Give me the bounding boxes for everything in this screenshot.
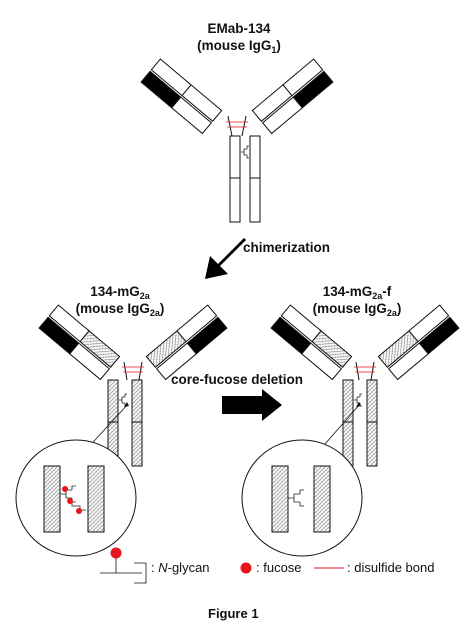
- fucose-icon: [240, 562, 252, 574]
- zoom-detail-fucosylated: [15, 439, 137, 557]
- right-fab-arm: [251, 58, 334, 135]
- nglycan-icon: [110, 547, 122, 559]
- mg2a-f-subtitle: (mouse IgG2a): [312, 301, 402, 318]
- label-chimerization: chimerization: [243, 240, 331, 255]
- figure-caption: Figure 1: [208, 606, 259, 621]
- antibody-134-mg2a-f: [241, 304, 460, 557]
- mg2a-subtitle: (mouse IgG2a): [75, 301, 165, 318]
- core-fucose-deletion-arrow: [222, 389, 282, 421]
- emab134-name: EMab-134: [207, 21, 271, 36]
- right-fab-arm: [145, 304, 228, 381]
- mg2a-f-name: 134-mG2a-f: [322, 284, 392, 301]
- legend-disulfide-label: : disulfide bond: [347, 560, 435, 575]
- antibody-134-mg2a: [15, 304, 228, 557]
- left-fab-arm: [270, 304, 353, 381]
- right-fab-arm: [377, 304, 460, 381]
- legend-fucose-label: : fucose: [256, 560, 302, 575]
- chimerization-arrow: [205, 232, 246, 279]
- label-emab134: EMab-134 (mouse IgG1): [187, 20, 291, 55]
- legend: [100, 547, 344, 584]
- zoom-detail-afucosylated: [241, 439, 363, 557]
- label-134-mg2a: 134-mG2a (mouse IgG2a): [60, 283, 180, 318]
- mg2a-name: 134-mG2a: [90, 284, 150, 301]
- left-fab-arm: [38, 304, 121, 381]
- left-fab-arm: [140, 58, 223, 135]
- antibody-emab134: [140, 58, 334, 223]
- emab134-subtitle: (mouse IgG1): [197, 38, 281, 55]
- label-core-fucose-deletion: core-fucose deletion: [171, 372, 304, 387]
- legend-nglycan-label: : N-glycan: [151, 560, 210, 575]
- label-134-mg2a-f: 134-mG2a-f (mouse IgG2a): [297, 283, 417, 318]
